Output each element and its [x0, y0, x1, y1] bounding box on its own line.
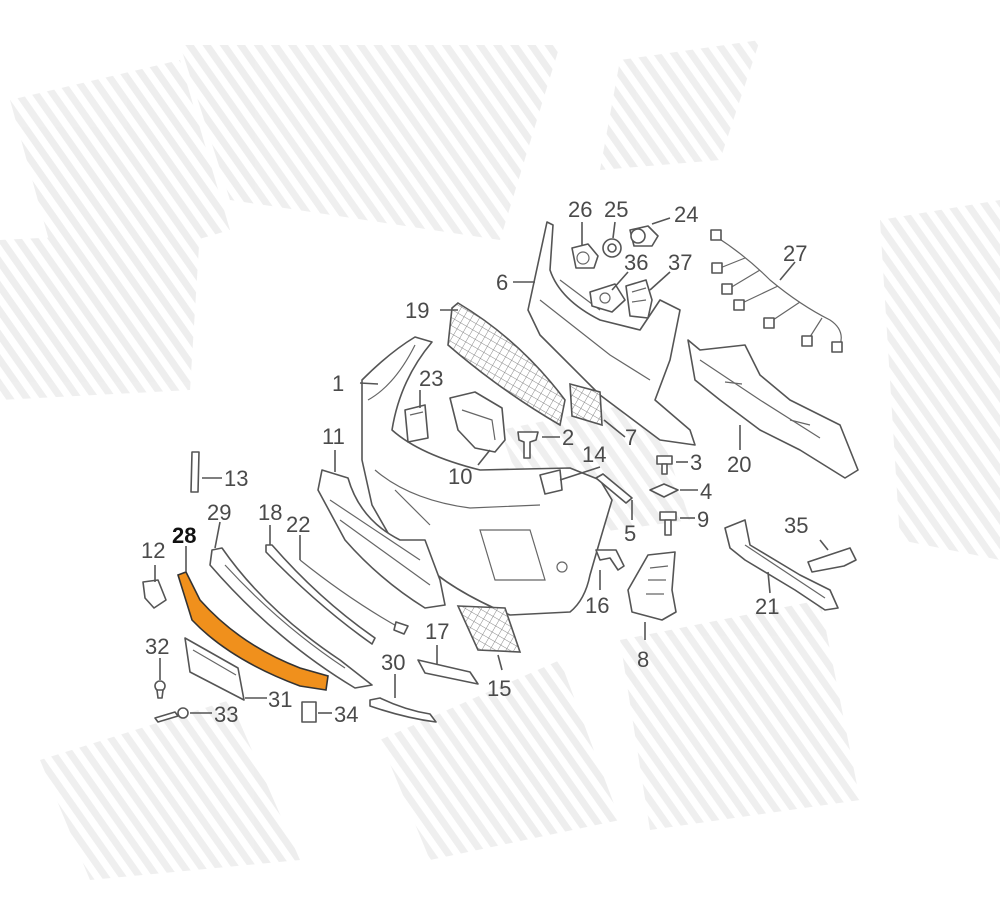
callout-18[interactable]: 18: [258, 500, 282, 525]
bracket-37-part[interactable]: [625, 279, 653, 319]
clip-34-part[interactable]: [301, 701, 317, 723]
callout-35[interactable]: 35: [784, 513, 808, 538]
chrome-strip-30-part[interactable]: [369, 697, 437, 723]
callout-11[interactable]: 11: [322, 424, 345, 449]
callout-6[interactable]: 6: [496, 270, 508, 295]
upper-carrier-part[interactable]: [527, 221, 696, 446]
callout-8[interactable]: 8: [637, 647, 649, 672]
callout-9[interactable]: 9: [697, 507, 709, 532]
callout-17[interactable]: 17: [425, 619, 449, 644]
bracket-14-part[interactable]: [539, 469, 563, 495]
rod-5-part[interactable]: [595, 473, 633, 504]
callout-15[interactable]: 15: [487, 676, 511, 701]
callout-7[interactable]: 7: [625, 425, 637, 450]
callout-29[interactable]: 29: [207, 500, 231, 525]
callout-10[interactable]: 10: [448, 464, 472, 489]
rod-13-part[interactable]: [190, 451, 200, 493]
callout-5[interactable]: 5: [624, 521, 636, 546]
sensor-35-part[interactable]: [807, 547, 857, 573]
sensor-24-part[interactable]: [629, 225, 659, 247]
callout-25[interactable]: 25: [604, 197, 628, 222]
sensor-holder-26-part[interactable]: [571, 243, 599, 269]
lower-bracket-21-part[interactable]: [724, 519, 839, 611]
bolt-9-part[interactable]: [659, 511, 677, 536]
screw-32-part[interactable]: [154, 680, 166, 699]
air-duct-part[interactable]: [449, 391, 506, 453]
liner-8-part[interactable]: [627, 551, 677, 621]
energy-absorber-part[interactable]: [317, 469, 446, 609]
callout-36[interactable]: 36: [624, 250, 648, 275]
callout-32[interactable]: 32: [145, 634, 169, 659]
watermark: [0, 40, 1000, 880]
clip-16-part[interactable]: [595, 549, 625, 571]
callout-23[interactable]: 23: [419, 366, 443, 391]
rivet-33-part[interactable]: [154, 707, 189, 723]
license-bracket-part[interactable]: [184, 637, 245, 701]
leader-lines: [154, 217, 829, 714]
callout-24[interactable]: 24: [674, 202, 698, 227]
nut-4-part[interactable]: [649, 483, 679, 498]
callout-14[interactable]: 14: [582, 442, 606, 467]
wiring-harness-part[interactable]: [710, 229, 843, 353]
callout-19[interactable]: 19: [405, 298, 429, 323]
callout-21[interactable]: 21: [755, 594, 779, 619]
callout-22[interactable]: 22: [286, 512, 310, 537]
callout-31[interactable]: 31: [268, 687, 292, 712]
callout-4[interactable]: 4: [700, 479, 712, 504]
callout-labels: 1 2 3 4 5 6 7 8 9 10 11 12 13 14 15 16 1…: [141, 197, 808, 727]
callout-1[interactable]: 1: [332, 371, 344, 396]
callout-26[interactable]: 26: [568, 197, 592, 222]
strip-18-part[interactable]: [265, 544, 376, 645]
callout-28[interactable]: 28: [172, 523, 196, 548]
clip-2-part[interactable]: [517, 431, 539, 459]
callout-37[interactable]: 37: [668, 250, 692, 275]
bracket-12-part[interactable]: [142, 579, 167, 609]
callout-2[interactable]: 2: [562, 425, 574, 450]
lower-trim-29-part[interactable]: [209, 547, 373, 689]
callout-27[interactable]: 27: [783, 241, 807, 266]
front-spoiler-part[interactable]: [177, 570, 329, 691]
lower-mesh-part[interactable]: [456, 605, 522, 653]
callout-16[interactable]: 16: [585, 593, 609, 618]
reinforcement-bar-part[interactable]: [687, 339, 859, 479]
camera-36-part[interactable]: [589, 283, 626, 313]
callout-30[interactable]: 30: [381, 650, 405, 675]
bracket-23-part[interactable]: [404, 404, 429, 443]
callout-20[interactable]: 20: [727, 452, 751, 477]
upper-grille-part[interactable]: [447, 302, 566, 427]
trim-17-part[interactable]: [417, 659, 479, 685]
callout-33[interactable]: 33: [214, 702, 238, 727]
callout-13[interactable]: 13: [224, 466, 248, 491]
callout-34[interactable]: 34: [334, 702, 358, 727]
callout-12[interactable]: 12: [141, 538, 165, 563]
bolt-3-part[interactable]: [656, 455, 673, 475]
ring-25-part[interactable]: [602, 238, 622, 258]
mesh-insert-part[interactable]: [569, 382, 603, 427]
callout-3[interactable]: 3: [690, 450, 702, 475]
strip-22-part[interactable]: [299, 559, 409, 635]
